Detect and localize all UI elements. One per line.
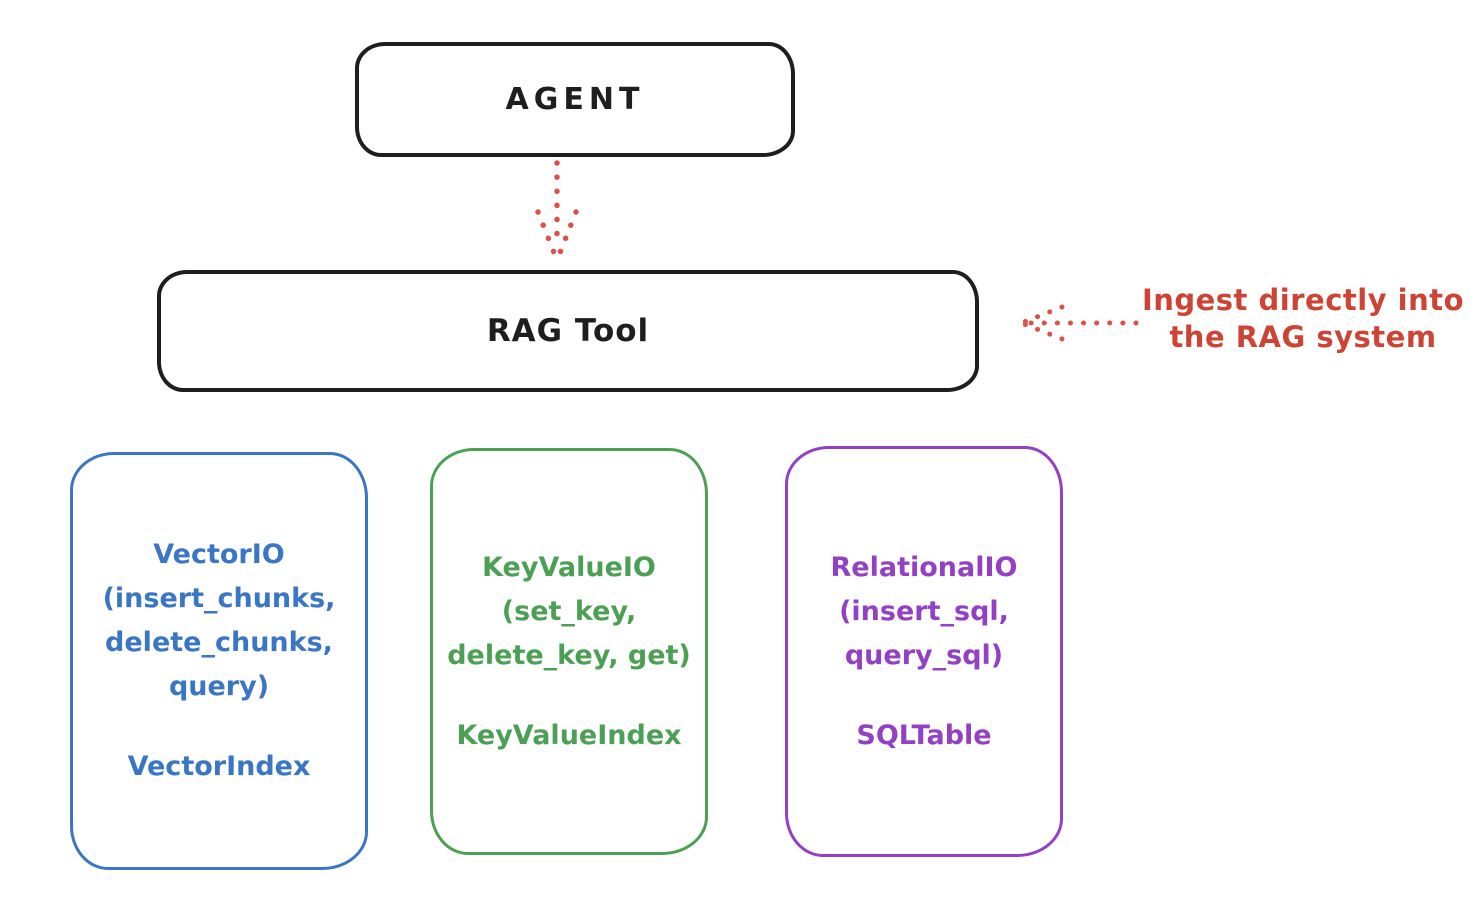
- keyvalue-io-interface-line: delete_key, get): [447, 639, 691, 671]
- dotted-left-arrow-icon: [1021, 304, 1139, 342]
- rag-tool-node: RAG Tool: [157, 270, 979, 392]
- vector-io-interface-line: query): [168, 671, 270, 702]
- relational-io-interface-line: RelationalIO: [830, 551, 1018, 583]
- agent-node: AGENT: [355, 42, 795, 157]
- keyvalue-io-interface-line: (set_key,: [501, 595, 637, 627]
- ingest-annotation-line-2: the RAG system: [1169, 320, 1437, 354]
- backend-node-keyvalue-io: KeyValueIO (set_key, delete_key, get) Ke…: [430, 448, 708, 855]
- backend-node-relational-io: RelationalIO (insert_sql, query_sql) SQL…: [785, 446, 1063, 857]
- vector-io-interface-line: VectorIO: [153, 539, 285, 570]
- dotted-down-arrow-icon: [535, 160, 579, 258]
- relational-io-interface-line: query_sql): [844, 639, 1004, 671]
- vector-io-interface-line: delete_chunks,: [105, 627, 333, 658]
- vector-io-interface-line: (insert_chunks,: [102, 583, 336, 614]
- ingest-annotation-line-1: Ingest directly into: [1141, 283, 1465, 317]
- relational-io-interface-line: (insert_sql,: [839, 595, 1009, 627]
- backend-node-vector-io: VectorIO (insert_chunks, delete_chunks, …: [70, 452, 368, 870]
- keyvalue-index-label: KeyValueIndex: [456, 719, 682, 751]
- sql-table-label: SQLTable: [856, 719, 992, 751]
- ingest-annotation: Ingest directly into the RAG system: [1118, 282, 1484, 356]
- keyvalue-io-interface-line: KeyValueIO: [482, 551, 656, 583]
- vector-index-label: VectorIndex: [127, 751, 311, 782]
- rag-tool-label: RAG Tool: [486, 313, 650, 349]
- agent-label: AGENT: [505, 82, 645, 117]
